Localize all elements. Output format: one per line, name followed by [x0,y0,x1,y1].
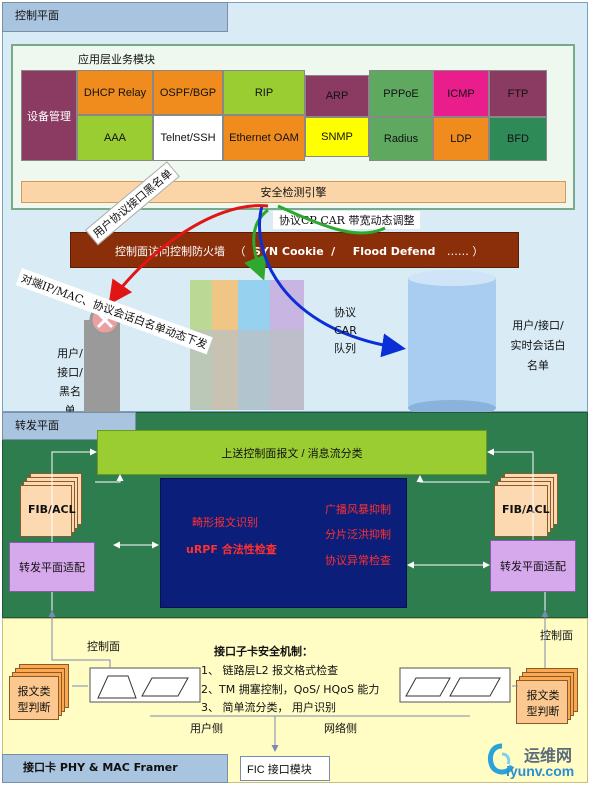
control-plane-link-right: 控制面 [540,629,573,642]
car-queue-label: 协议CAR队列 [334,306,357,355]
control-plane-link-left: 控制面 [87,640,120,653]
fib-acl-right-stack [494,473,560,539]
interface-security-item-1: 1、 链路层L2 报文格式检查 [201,664,339,677]
adapter-right: 转发平面适配 [490,540,576,592]
module-ospf-bgp: OSPF/BGP [153,70,223,115]
upload-classify-bar: 上送控制面报文 / 消息流分类 [97,430,487,475]
interface-security-item-2: 2、TM 拥塞控制，QoS/ HQoS 能力 [201,683,380,696]
interface-security-title: 接口子卡安全机制： [214,645,313,658]
user-side-label: 用户侧 [190,722,223,735]
interface-card-label: 接口卡 PHY & MAC Framer [2,754,228,783]
module-ldp: LDP [433,117,489,161]
adapter-left: 转发平面适配 [9,542,95,592]
module-device-mgmt: 设备管理 [21,70,77,161]
module-ftp: FTP [489,70,547,117]
network-side-label: 网络侧 [324,722,357,735]
cp-car-adjust-label: 协议CP CAR 带宽动态调整 [273,211,421,229]
fic-module: FIC 接口模块 [240,756,330,781]
blacklist-queue-label: 用户/接口/黑名单 [57,347,83,417]
broadcast-suppress: 广播风暴抑制 [325,503,391,516]
module-telnet-ssh: Telnet/SSH [153,115,223,161]
watermark-logo [487,743,515,775]
watermark-cn: 运维网 [524,746,573,765]
interface-security-item-3: 3、 简单流分类， 用户识别 [201,701,336,714]
module-aaa: AAA [77,115,153,161]
queue-cylinders [84,278,496,416]
control-arrows [89,204,406,358]
protocol-anomaly: 协议异常检查 [325,554,391,567]
module-dhcp-relay: DHCP Relay [77,70,153,115]
module-snmp: SNMP [305,117,369,157]
module-arp: ARP [305,75,369,117]
module-rip: RIP [223,70,305,115]
classify-right-label: 报文类型判断 [526,689,560,718]
classify-left-label: 报文类型判断 [17,685,51,714]
forwarding-center-box [160,478,407,608]
classify-left-stack [9,664,71,724]
module-icmp: ICMP [433,70,489,117]
fib-acl-right-label: FIB/ACL [502,503,550,516]
module-ethernet-oam: Ethernet OAM [223,115,305,161]
urpf-check: uRPF 合法性检查 [186,543,277,556]
app-layer-label: 应用层业务模块 [78,53,155,66]
module-radius: Radius [369,117,433,161]
fragment-suppress: 分片泛洪抑制 [325,528,391,541]
module-bfd: BFD [489,117,547,161]
whitelist-queue-label: 用户/接口/实时会话白名单 [510,319,566,372]
firewall-text: 控制面访问控制防火墙 （ SYN Cookie / Flood Defend …… [115,245,484,258]
classify-right-stack [516,668,580,728]
malformed-check: 畸形报文识别 [192,516,258,529]
watermark-url: iyunv.com [506,763,575,779]
control-plane-label: 控制平面 [2,2,228,32]
module-pppoe: PPPoE [369,70,433,117]
